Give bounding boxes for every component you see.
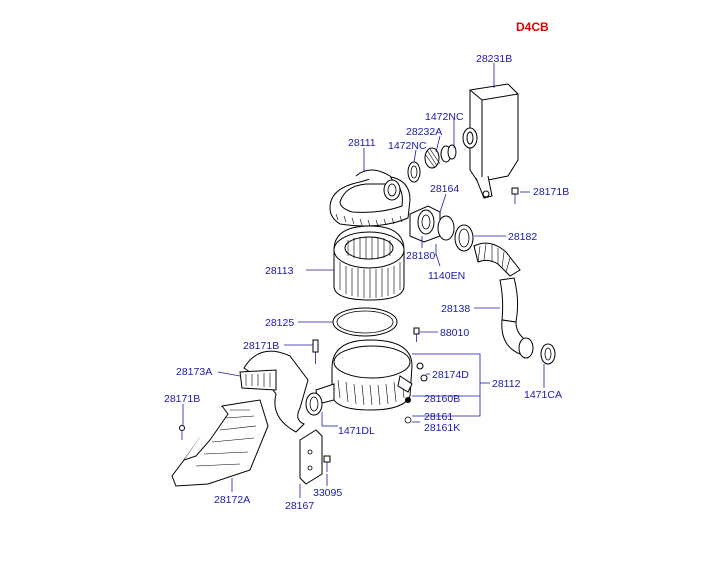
label-28173a: 28173A	[176, 366, 212, 378]
bracket-drawing	[299, 429, 331, 485]
label-1471dl: 1471DL	[338, 425, 375, 437]
label-1471ca: 1471CA	[524, 389, 562, 401]
air-cleaner-cover-drawing	[329, 169, 411, 227]
leader-lines	[182, 63, 545, 498]
label-33095: 33095	[313, 487, 342, 499]
air-filter-element-drawing	[333, 225, 405, 301]
label-1472nc-top: 1472NC	[425, 111, 464, 123]
label-28160b: 28160B	[424, 393, 460, 405]
label-28232a: 28232A	[406, 126, 442, 138]
label-28125: 28125	[265, 317, 294, 329]
label-28174d: 28174D	[432, 369, 469, 381]
resonator-box-drawing	[462, 83, 519, 199]
hose-clamp-28232a-drawing	[407, 144, 457, 183]
label-28138: 28138	[441, 303, 470, 315]
engine-code: D4CB	[516, 20, 549, 34]
label-28171b-right: 28171B	[533, 186, 569, 198]
label-28161: 28161	[424, 411, 453, 423]
intake-hose-drawing	[454, 224, 556, 365]
bolts-drawing	[312, 187, 519, 364]
label-28164: 28164	[430, 183, 459, 195]
label-88010: 88010	[440, 327, 469, 339]
flange-28164-drawing	[409, 205, 455, 243]
label-28167: 28167	[285, 500, 314, 512]
label-28231b: 28231B	[476, 53, 512, 65]
label-28171b-left: 28171B	[164, 393, 200, 405]
label-28113: 28113	[265, 265, 294, 277]
air-cleaner-body-drawing	[305, 339, 428, 424]
air-duct-drawing	[171, 350, 309, 487]
label-28180: 28180	[406, 250, 435, 262]
label-1140en: 1140EN	[428, 270, 465, 282]
label-28161k: 28161K	[424, 422, 460, 434]
label-1472nc-lower: 1472NC	[388, 140, 427, 152]
label-28111: 28111	[348, 137, 376, 149]
label-28172a: 28172A	[214, 494, 250, 506]
label-28112: 28112	[492, 378, 521, 390]
gasket-drawing	[332, 307, 398, 337]
label-28171b-mid: 28171B	[243, 340, 279, 352]
label-28182: 28182	[508, 231, 537, 243]
